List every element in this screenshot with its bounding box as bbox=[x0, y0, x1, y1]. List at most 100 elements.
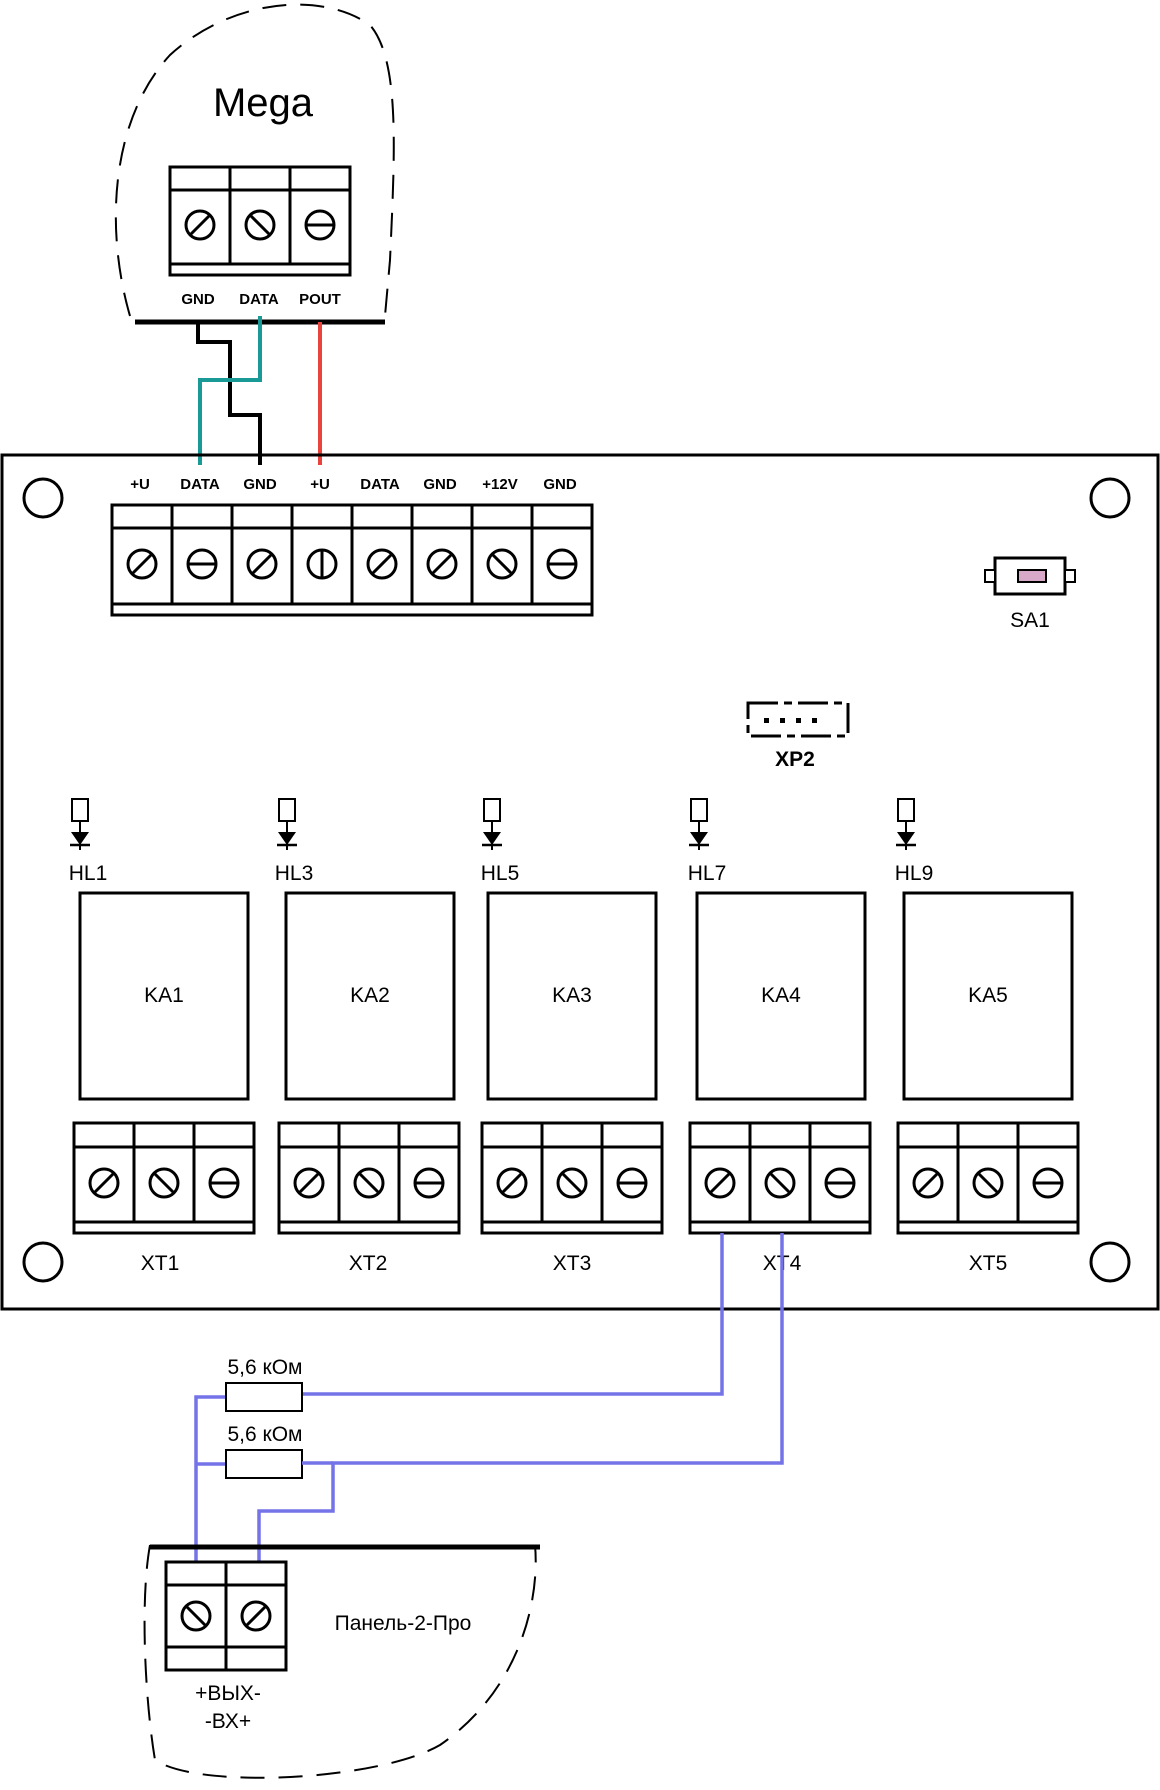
top-terminal-label: +U bbox=[310, 476, 330, 493]
top-terminal-label: +12V bbox=[482, 476, 517, 493]
led-label: HL3 bbox=[275, 862, 314, 885]
mega-module: Mega GND DATA POUT bbox=[114, 3, 395, 325]
mounting-hole-icon bbox=[22, 477, 64, 519]
screw-slot-icon bbox=[186, 548, 218, 580]
screw-slot-icon bbox=[824, 1167, 856, 1199]
screw-slot-icon bbox=[1032, 1167, 1064, 1199]
relay-ka3: KA3 bbox=[486, 891, 658, 1101]
mega-terminal-label: POUT bbox=[299, 291, 341, 308]
screw-slot-icon bbox=[912, 1167, 944, 1199]
led-hl5: HL5 bbox=[481, 798, 520, 885]
screw-slot-icon bbox=[126, 548, 158, 580]
output-wiring: 5,6 кОм 5,6 кОм bbox=[194, 1233, 784, 1562]
mega-terminal-block bbox=[168, 165, 352, 277]
led-label: HL9 bbox=[895, 862, 934, 885]
screw-slot-icon bbox=[304, 209, 336, 241]
top-terminal-label: +U bbox=[130, 476, 150, 493]
sa1-button bbox=[984, 556, 1076, 596]
xp2-label: XP2 bbox=[775, 748, 815, 771]
relay-ka5: KA5 bbox=[902, 891, 1074, 1101]
screw-slot-icon bbox=[764, 1167, 796, 1199]
screw-slot-icon bbox=[704, 1167, 736, 1199]
screw-slot-icon bbox=[293, 1167, 325, 1199]
top-terminal-label: DATA bbox=[180, 476, 220, 493]
led-diode-icon bbox=[277, 798, 297, 850]
terminal-block-xt3: XT3 bbox=[480, 1121, 664, 1275]
sa1-label: SA1 bbox=[1010, 609, 1050, 632]
top-terminal-label: GND bbox=[243, 476, 277, 493]
led-hl9: HL9 bbox=[895, 798, 934, 885]
mounting-hole-icon bbox=[1089, 477, 1131, 519]
resistor-label: 5,6 кОм bbox=[228, 1423, 303, 1446]
resistor-2 bbox=[225, 1449, 303, 1479]
terminal-label: XT5 bbox=[969, 1252, 1008, 1275]
terminal-label: XT1 bbox=[141, 1252, 180, 1275]
led-diode-icon bbox=[896, 798, 916, 850]
relay-ka4: KA4 bbox=[695, 891, 867, 1101]
led-diode-icon bbox=[482, 798, 502, 850]
board-outline bbox=[0, 453, 1160, 1311]
screw-slot-icon bbox=[88, 1167, 120, 1199]
screw-slot-icon bbox=[244, 209, 276, 241]
mounting-hole-icon bbox=[1089, 1241, 1131, 1283]
top-terminal-label: GND bbox=[423, 476, 457, 493]
top-terminal-block bbox=[110, 503, 594, 617]
xp2-connector bbox=[746, 701, 850, 738]
led-hl3: HL3 bbox=[275, 798, 314, 885]
wire-blue-common bbox=[194, 1395, 226, 1562]
wire-blue-2 bbox=[257, 1233, 784, 1562]
panel-terminal-label-in: -ВХ+ bbox=[205, 1710, 251, 1733]
relay-label: KA5 bbox=[968, 984, 1008, 1007]
wire-data bbox=[198, 316, 262, 465]
screw-slot-icon bbox=[546, 548, 578, 580]
terminal-block-xt5: XT5 bbox=[896, 1121, 1080, 1275]
wire-gnd bbox=[196, 322, 262, 465]
led-hl1: HL1 bbox=[69, 798, 108, 885]
screw-slot-icon bbox=[306, 548, 338, 580]
resistor-1 bbox=[225, 1382, 303, 1412]
terminal-label: XT2 bbox=[349, 1252, 388, 1275]
relay-ka1: KA1 bbox=[78, 891, 250, 1101]
screw-slot-icon bbox=[184, 209, 216, 241]
screw-slot-icon bbox=[240, 1600, 272, 1632]
led-label: HL5 bbox=[481, 862, 520, 885]
top-terminal-label: DATA bbox=[360, 476, 400, 493]
screw-slot-icon bbox=[496, 1167, 528, 1199]
mega-terminal-label: DATA bbox=[239, 291, 279, 308]
led-diode-icon bbox=[689, 798, 709, 850]
panel-name: Панель-2-Про bbox=[335, 1612, 472, 1635]
wire-blue-1 bbox=[302, 1233, 724, 1396]
led-diode-icon bbox=[70, 798, 90, 850]
relay-label: KA3 bbox=[552, 984, 592, 1007]
screw-slot-icon bbox=[616, 1167, 648, 1199]
relay-ka2: KA2 bbox=[284, 891, 456, 1101]
mega-wires bbox=[196, 316, 322, 465]
board: +U DATA GND +U DATA GND +12V GND bbox=[0, 453, 1160, 1311]
screw-slot-icon bbox=[180, 1600, 212, 1632]
screw-slot-icon bbox=[556, 1167, 588, 1199]
mounting-hole-icon bbox=[22, 1241, 64, 1283]
mega-terminal-label: GND bbox=[181, 291, 215, 308]
screw-slot-icon bbox=[486, 548, 518, 580]
relay-label: KA1 bbox=[144, 984, 184, 1007]
terminal-label: XT3 bbox=[553, 1252, 592, 1275]
terminal-block-xt1: XT1 bbox=[72, 1121, 256, 1275]
led-label: HL7 bbox=[688, 862, 727, 885]
relay-label: KA2 bbox=[350, 984, 390, 1007]
screw-slot-icon bbox=[366, 548, 398, 580]
resistor-label: 5,6 кОм bbox=[228, 1356, 303, 1379]
top-terminal-label: GND bbox=[543, 476, 577, 493]
terminal-block-xt2: XT2 bbox=[277, 1121, 461, 1275]
panel-terminal-block bbox=[164, 1560, 288, 1672]
screw-slot-icon bbox=[246, 548, 278, 580]
mega-title: Mega bbox=[213, 81, 314, 125]
panel-module: Панель-2-Про +ВЫХ- -ВХ+ bbox=[143, 1544, 540, 1779]
terminal-block-xt4: XT4 bbox=[688, 1121, 872, 1275]
led-label: HL1 bbox=[69, 862, 108, 885]
screw-slot-icon bbox=[353, 1167, 385, 1199]
screw-slot-icon bbox=[972, 1167, 1004, 1199]
led-hl7: HL7 bbox=[688, 798, 727, 885]
screw-slot-icon bbox=[413, 1167, 445, 1199]
screw-slot-icon bbox=[208, 1167, 240, 1199]
